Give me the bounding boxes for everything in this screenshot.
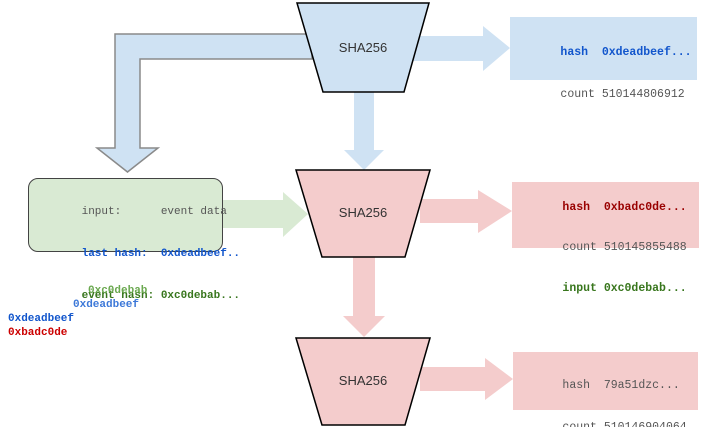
hash-line: hash 0xbadc0de... xyxy=(521,187,699,228)
event-hash-label: event hash: xyxy=(81,290,155,302)
count-line: count510146904064 xyxy=(521,407,698,427)
event-hash-line: event hash: 0xc0debab... xyxy=(42,275,240,317)
hash-line: hash 79a51dzc... xyxy=(521,365,698,407)
hash-value: 0xbadc0de... xyxy=(603,200,687,214)
sha256-label-bottom: SHA256 xyxy=(339,373,387,388)
arrow-middle-funnel-to-output2 xyxy=(420,190,512,233)
sha256-funnel-bottom xyxy=(294,337,431,426)
sha256-funnel-top xyxy=(295,2,430,93)
last-hash-value: 0xdeadbeef.. xyxy=(160,248,241,260)
arrow-bottom-funnel-to-output3 xyxy=(420,358,513,400)
hash-value: 0xdeadbeef... xyxy=(601,46,692,59)
input-label: input: xyxy=(81,206,122,218)
count-label: count xyxy=(560,88,595,101)
legend-last-hash: 0xdeadbeef xyxy=(73,299,140,311)
hash-line: hash 0xdeadbeef... xyxy=(519,32,697,74)
last-hash-label: last hash: xyxy=(81,248,148,260)
arrow-top-funnel-to-output1 xyxy=(412,26,510,71)
sha256-label-top: SHA256 xyxy=(339,40,387,55)
legend-event-hash: 0xc0debab xyxy=(88,285,148,297)
hash-output-box-1: hash 0xdeadbeef... count 510144806912 xyxy=(510,17,697,101)
arrow-top-funnel-to-middle-funnel xyxy=(344,92,384,170)
legend-new-hash: 0xbadc0de xyxy=(8,327,68,339)
count-line: count 510144806912 xyxy=(519,74,697,116)
hash-label: hash xyxy=(560,46,589,59)
sha256-funnel-middle xyxy=(294,169,431,258)
hash-output-box-2: hash 0xbadc0de... count 510145855488 input… xyxy=(512,182,699,295)
last-hash-line: last hash: 0xdeadbeef.. xyxy=(42,233,240,275)
arrow-middle-funnel-to-bottom-funnel xyxy=(343,257,385,337)
input-value: 0xc0debab... xyxy=(603,281,687,295)
arrow-event-record-to-middle-funnel xyxy=(223,192,308,237)
sha256-label-middle: SHA256 xyxy=(339,205,387,220)
input-line: input: event data xyxy=(42,191,227,233)
hash-output-box-3: hash 79a51dzc... count510146904064 xyxy=(513,352,698,427)
input-value: event data xyxy=(160,206,227,218)
hash-value: 79a51dzc... xyxy=(603,379,680,392)
count-line: count 510145855488 xyxy=(521,228,699,269)
event-record-box: input:event data last hash:0xdeadbeef.. … xyxy=(28,178,240,302)
count-value: 510146904064 xyxy=(604,421,687,427)
hash-label: hash xyxy=(562,200,591,214)
count-label: count xyxy=(562,421,603,427)
count-label: count xyxy=(562,241,597,254)
legend-prev-hash: 0xdeadbeef xyxy=(8,313,75,325)
arrow-last-hash-feedback xyxy=(94,33,313,173)
count-value: 510144806912 xyxy=(601,88,685,101)
event-hash-value: 0xc0debab... xyxy=(160,290,241,302)
hash-label: hash xyxy=(562,379,591,392)
count-value: 510145855488 xyxy=(603,241,687,254)
input-label: input xyxy=(562,281,597,295)
input-line: input 0xc0debab... xyxy=(521,268,699,309)
